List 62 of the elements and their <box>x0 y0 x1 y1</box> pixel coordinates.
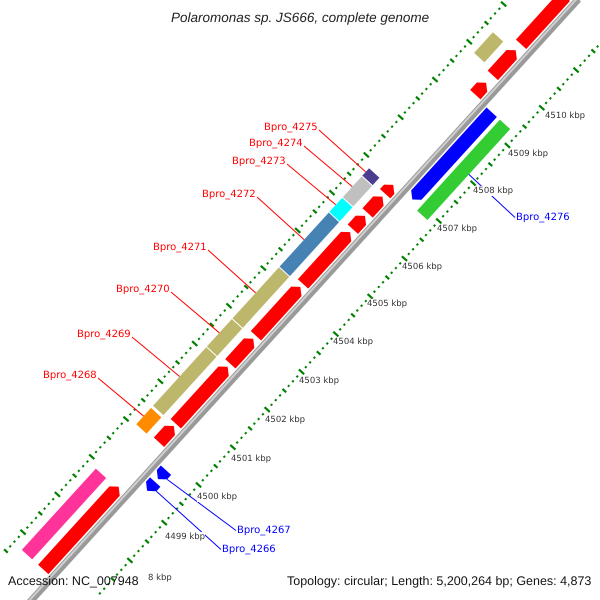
leader-line <box>98 378 144 417</box>
leader-line <box>132 336 180 377</box>
tick-label: 4509 kbp <box>508 149 548 159</box>
cog-block <box>474 32 504 62</box>
tick-label: 4508 kbp <box>473 186 514 196</box>
gene-label: Bpro_4268 <box>43 370 97 381</box>
gene-feature <box>348 216 366 234</box>
cog-block <box>280 212 340 276</box>
gene-label: Bpro_4275 <box>264 122 318 133</box>
gene-feature <box>154 426 175 447</box>
cog-block <box>22 468 106 560</box>
tick-label: 4502 kbp <box>265 415 306 425</box>
title: Polaromonas sp. JS666, complete genome <box>171 10 430 25</box>
gene-feature <box>411 108 497 200</box>
gene-feature <box>38 486 120 574</box>
cog-block <box>362 168 380 186</box>
tick-label: 8 kbp <box>148 573 172 583</box>
footer-text: Accession: NC_007948 <box>8 574 139 588</box>
gene-label: Bpro_4276 <box>516 212 570 223</box>
cog-block <box>153 347 217 416</box>
gene-feature <box>362 196 384 218</box>
gene-feature <box>298 232 352 289</box>
gene-feature <box>380 184 394 198</box>
leader-line <box>156 490 222 550</box>
cog-block <box>342 176 372 207</box>
gene-label: Bpro_4273 <box>232 156 286 167</box>
cog-block <box>329 198 352 222</box>
gene-label: Bpro_4269 <box>77 329 131 340</box>
gene-label: Bpro_4267 <box>237 525 291 536</box>
cog-block <box>232 267 290 328</box>
gene-label: Bpro_4266 <box>222 544 276 555</box>
leader-line <box>170 292 220 334</box>
tick-label: 4501 kbp <box>231 454 272 464</box>
gene-feature <box>250 286 302 340</box>
gene-feature <box>470 82 488 100</box>
gene-feature <box>488 50 517 80</box>
leader-line <box>304 146 353 188</box>
gene-label: Bpro_4271 <box>153 242 207 253</box>
footer-text: Topology: circular; Length: 5,200,264 bp; Genes: 4,873 <box>287 574 592 588</box>
gene-feature <box>225 338 254 369</box>
tick-label: 4506 kbp <box>402 262 442 272</box>
leader-line <box>286 164 336 206</box>
cog-block <box>206 319 242 356</box>
leader-line <box>166 478 236 531</box>
gene-feature <box>146 477 160 492</box>
gene-label: Bpro_4274 <box>249 138 303 149</box>
leader-line <box>208 250 256 294</box>
gene-feature <box>156 466 172 480</box>
cog-block <box>136 408 162 434</box>
tick-label: 4510 kbp <box>545 111 586 121</box>
gene-label: Bpro_4270 <box>116 284 170 295</box>
gene-label: Bpro_4272 <box>202 189 256 200</box>
gene-feature <box>516 0 570 50</box>
gene-feature <box>170 366 229 428</box>
tick-label: 4503 kbp <box>299 376 340 386</box>
tick-label: 4499 kbp <box>165 532 206 542</box>
leader-line <box>256 196 305 240</box>
leader-line <box>318 130 366 172</box>
tick-label: 4507 kbp <box>437 224 478 234</box>
tick-label: 4504 kbp <box>333 337 374 347</box>
tick-label: 4505 kbp <box>367 299 408 309</box>
tick-label: 4500 kbp <box>197 492 238 502</box>
